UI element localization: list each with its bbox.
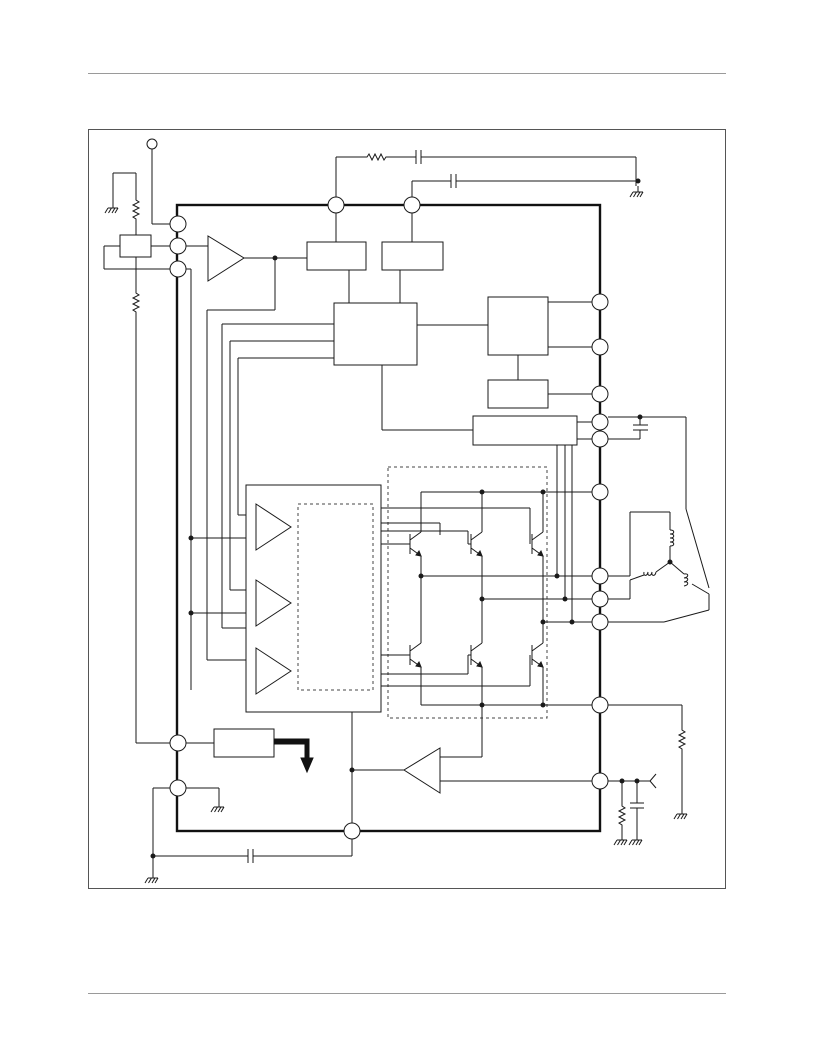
filter-network [608, 773, 657, 846]
hall-bias-resistor-lower [132, 288, 140, 317]
ic-package-outline [175, 203, 602, 833]
pin-com-b [591, 430, 609, 448]
comparator-1 [255, 503, 292, 551]
fg-output [186, 728, 314, 774]
logic-block [333, 302, 418, 366]
footer-rule [88, 993, 726, 994]
comparators [255, 503, 292, 695]
hall-element [119, 234, 152, 258]
high-side-transistor-w [531, 531, 544, 557]
output-transistors [381, 445, 592, 706]
pin-vcc [169, 215, 187, 233]
pin-vm [591, 483, 609, 501]
ground-symbol [629, 185, 644, 198]
ground-symbol [144, 871, 159, 884]
output-stage-region [387, 466, 548, 719]
fg-output-block [213, 728, 275, 758]
current-sense-amplifier [351, 705, 592, 823]
thermal-shutdown-block [487, 379, 549, 409]
header-rule [88, 73, 726, 74]
low-side-transistor-v [470, 642, 483, 668]
oscillator-block [381, 241, 444, 271]
pin-filter [591, 772, 609, 790]
ground-symbol [104, 201, 119, 214]
pin-fg-input [169, 734, 187, 752]
hall-sensor-network [103, 172, 170, 744]
low-side-transistor-u [409, 642, 422, 668]
motor-coil-w [683, 573, 689, 587]
predriver-logic-region [297, 503, 374, 691]
pin-cx [403, 196, 421, 214]
high-side-transistor-v [470, 531, 483, 557]
pin-hall-plus [169, 237, 187, 255]
motor-network [608, 416, 710, 623]
pin-cs [343, 822, 361, 840]
pin-thermal [591, 385, 609, 403]
ground-symbol [613, 833, 628, 846]
sense-resistor [678, 725, 686, 754]
pin-rc [327, 196, 345, 214]
feedback-resistor [362, 153, 391, 161]
pin-out-v [591, 590, 609, 608]
motor-coil-u [669, 529, 675, 547]
left-pins [169, 215, 187, 797]
pin-out-u [591, 567, 609, 585]
lock-protection-block [487, 296, 549, 356]
supply-terminal [146, 138, 158, 150]
pin-out-w [591, 613, 609, 631]
pin-rf [591, 696, 609, 714]
filter-resistor [618, 801, 626, 830]
top-external-network [146, 138, 644, 225]
ground-symbol [210, 800, 225, 813]
position-detect-block [472, 415, 578, 446]
hall-bias-resistor [132, 195, 140, 224]
pin-lock-detect [591, 293, 609, 311]
comparator-2 [255, 579, 292, 627]
pin-com-a [591, 413, 609, 431]
pin-ground [169, 779, 187, 797]
ground-symbol [628, 833, 643, 846]
high-side-transistor-u [409, 531, 422, 557]
bottom-network [144, 787, 353, 884]
motor-coil-v [643, 571, 657, 576]
control-blocks [306, 241, 578, 446]
speed-control-block [306, 241, 367, 271]
pin-lock-reset [591, 338, 609, 356]
diagram-frame [88, 129, 726, 889]
pin-hall-minus [169, 260, 187, 278]
comparator-3 [255, 647, 292, 695]
low-side-transistor-w [531, 642, 544, 668]
fg-output-arrow [273, 738, 314, 774]
ground-symbol [673, 807, 688, 820]
